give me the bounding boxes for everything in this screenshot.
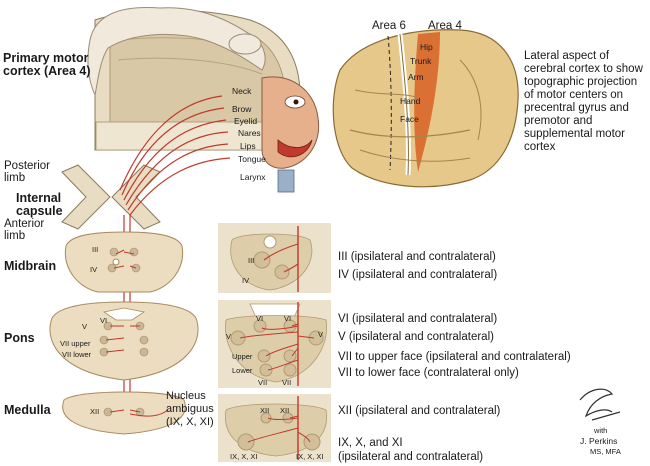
pons-detail-box [218, 300, 331, 388]
midbrain-section-left [64, 231, 184, 293]
label-pons: Pons [4, 331, 35, 345]
label-larynx: Larynx [240, 172, 266, 182]
box-label-ix-x-xi-left: IX, X, XI [230, 452, 258, 461]
box-label-lower: Lower [232, 366, 253, 375]
box-label-upper: Upper [232, 352, 253, 361]
label-hand: Hand [400, 96, 421, 106]
label-nucleus-ambiguus: Nucleus ambiguus (IX, X, XI) [166, 390, 214, 428]
lateral-brain [332, 29, 519, 188]
box-label-iii: III [248, 256, 255, 265]
label-internal: Internal [16, 191, 62, 205]
box-label-vi-right: VI [284, 314, 292, 323]
label-arm: Arm [408, 72, 424, 82]
label-hip: Hip [420, 42, 433, 52]
label-nares: Nares [238, 128, 261, 138]
desc-iv: IV (ipsilateral and contralateral) [338, 269, 498, 281]
label-lips: Lips [240, 141, 256, 151]
credit-with: with [594, 426, 608, 435]
desc-vii-upper: VII to upper face (ipsilateral and contr… [338, 351, 571, 363]
lateral-aspect-caption: Lateral aspect of cerebral cortex to sho… [524, 50, 643, 153]
credit-degree: MS, MFA [590, 447, 621, 456]
homunculus-face [261, 76, 320, 193]
box-label-ix-x-xi-right: IX, X, XI [296, 452, 324, 461]
label-brow: Brow [232, 104, 252, 114]
left-label-iv: IV [90, 265, 98, 274]
signature [579, 388, 621, 421]
medulla-detail-box [218, 394, 331, 462]
label-face: Face [400, 114, 419, 124]
label-area-4: Area 4 [428, 20, 462, 32]
label-neck: Neck [232, 86, 252, 96]
homunculus-arm [87, 6, 266, 97]
fiber-branches-left [105, 249, 169, 417]
label-tongue: Tongue [238, 154, 266, 164]
medulla-section-left [62, 391, 186, 435]
left-label-iii: III [92, 245, 99, 254]
box-label-v-right: V [318, 330, 324, 339]
primary-motor-cortex-label: Primary motor cortex (Area 4) [3, 51, 91, 78]
label-area-6: Area 6 [372, 20, 406, 32]
left-label-xii: XII [90, 407, 100, 416]
desc-vi: VI (ipsilateral and contralateral) [338, 313, 498, 325]
desc-xii: XII (ipsilateral and contralateral) [338, 405, 501, 417]
left-label-vii-lower: VII lower [62, 350, 92, 359]
label-anterior-limb-2: limb [4, 230, 26, 242]
desc-ix-x-xi: IX, X, and XI [338, 437, 403, 449]
box-label-xii-right: XII [280, 406, 290, 415]
label-posterior-limb-2: limb [4, 172, 26, 184]
label-eyelid: Eyelid [234, 116, 258, 126]
box-label-v-left: V [226, 332, 232, 341]
midbrain-detail-box [218, 223, 331, 293]
credit-name: J. Perkins [580, 436, 618, 446]
left-label-vii-upper: VII upper [60, 339, 91, 348]
left-label-vi: VI [100, 316, 108, 325]
box-label-vi-left: VI [256, 314, 264, 323]
label-posterior-limb: Posterior [4, 160, 51, 172]
internal-capsule [61, 164, 161, 230]
label-trunk: Trunk [410, 56, 432, 66]
label-midbrain: Midbrain [4, 259, 57, 273]
label-medulla: Medulla [4, 403, 51, 417]
desc-iii: III (ipsilateral and contralateral) [338, 251, 496, 263]
desc-v: V (ipsilateral and contralateral) [338, 331, 494, 343]
box-label-xii-left: XII [260, 406, 270, 415]
box-label-iv: IV [242, 276, 250, 285]
desc-ix-x-xi-2: (ipsilateral and contralateral) [338, 451, 484, 463]
pons-section-left [49, 301, 199, 381]
box-label-vii-right: VII [282, 378, 292, 387]
label-anterior-limb: Anterior [4, 218, 45, 230]
left-label-v: V [82, 322, 88, 331]
box-label-vii-left: VII [258, 378, 268, 387]
label-capsule: capsule [16, 204, 63, 218]
desc-vii-lower: VII to lower face (contralateral only) [338, 367, 519, 379]
